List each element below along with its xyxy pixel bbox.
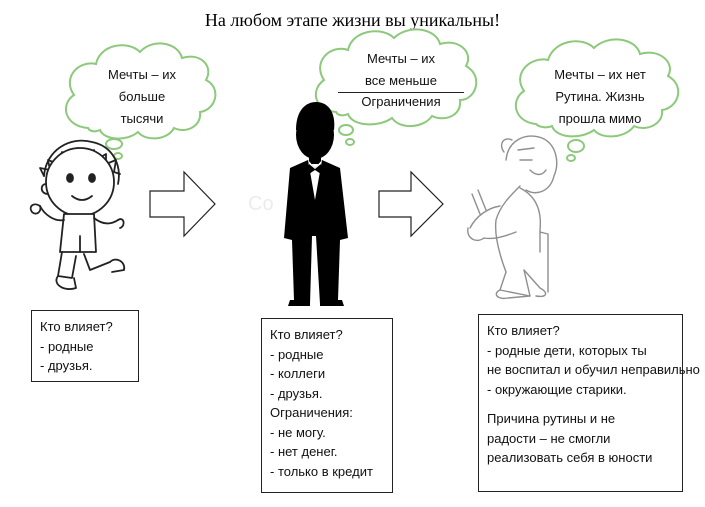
child-icon [29,139,126,290]
box-line: - друзья. [270,385,323,401]
cloud-separator [338,92,464,93]
box-line: Ограничения: [270,405,353,420]
box-line: - только в кредит [270,463,373,479]
box-line: - родные дети, которых ты [487,342,647,358]
cloud-text-elder: Мечты – их нет Рутина. Жизнь прошла мимо [540,64,660,130]
box-line: Кто влияет? [270,327,343,342]
box-line: - коллеги [270,366,326,381]
cloud-line: больше [118,89,166,104]
box-line: - друзья. [40,358,93,373]
cloud-line: Мечты – их нет [554,67,646,82]
cloud-line: Рутина. Жизнь [555,89,645,104]
box-line: - родные [270,346,324,362]
conclusion-line: реализовать себя в юности [487,450,653,465]
page-title: На любом этапе жизни вы уникальны! [204,10,501,30]
thought-cloud-child [64,42,217,160]
box-line: - нет денег. [270,444,338,459]
cloud-line: все меньше [365,73,437,88]
thought-cloud-elder [514,38,680,162]
box-line: не воспитал и обучил неправильно [487,362,700,377]
watermark: Co [248,193,274,215]
thought-cloud-adult [314,28,478,146]
cloud-text-child: Мечты – их больше тысячи [92,64,192,130]
conclusion-line: радости – не смогли [487,430,611,446]
influence-box-adult: Кто влияет? - родные - коллеги - друзья.… [261,318,393,493]
man-in-suit-icon [284,102,348,306]
cloud-line: Мечты – их [366,51,436,66]
box-line: - окружающие старики. [487,381,627,397]
old-man-icon [467,135,558,300]
influence-box-elder: Кто влияет? - родные дети, которых ты не… [478,314,700,492]
box-line: Кто влияет? [40,319,113,334]
box-line: Кто влияет? [487,323,560,338]
arrow-right-icon [378,170,444,238]
box-line: - не могу. [270,424,326,440]
cloud-line: Ограничения [361,94,441,109]
cloud-line: Мечты – их [107,67,177,82]
conclusion-line: Причина рутины и не [487,411,616,426]
box-line: - родные [40,338,94,354]
cloud-text-adult: Мечты – их все меньше Ограничения [336,48,466,111]
influence-box-child: Кто влияет? - родные - друзья. [31,310,139,382]
cloud-line: прошла мимо [558,111,642,126]
arrow-right-icon [149,170,216,238]
cloud-line: тысячи [120,111,164,126]
